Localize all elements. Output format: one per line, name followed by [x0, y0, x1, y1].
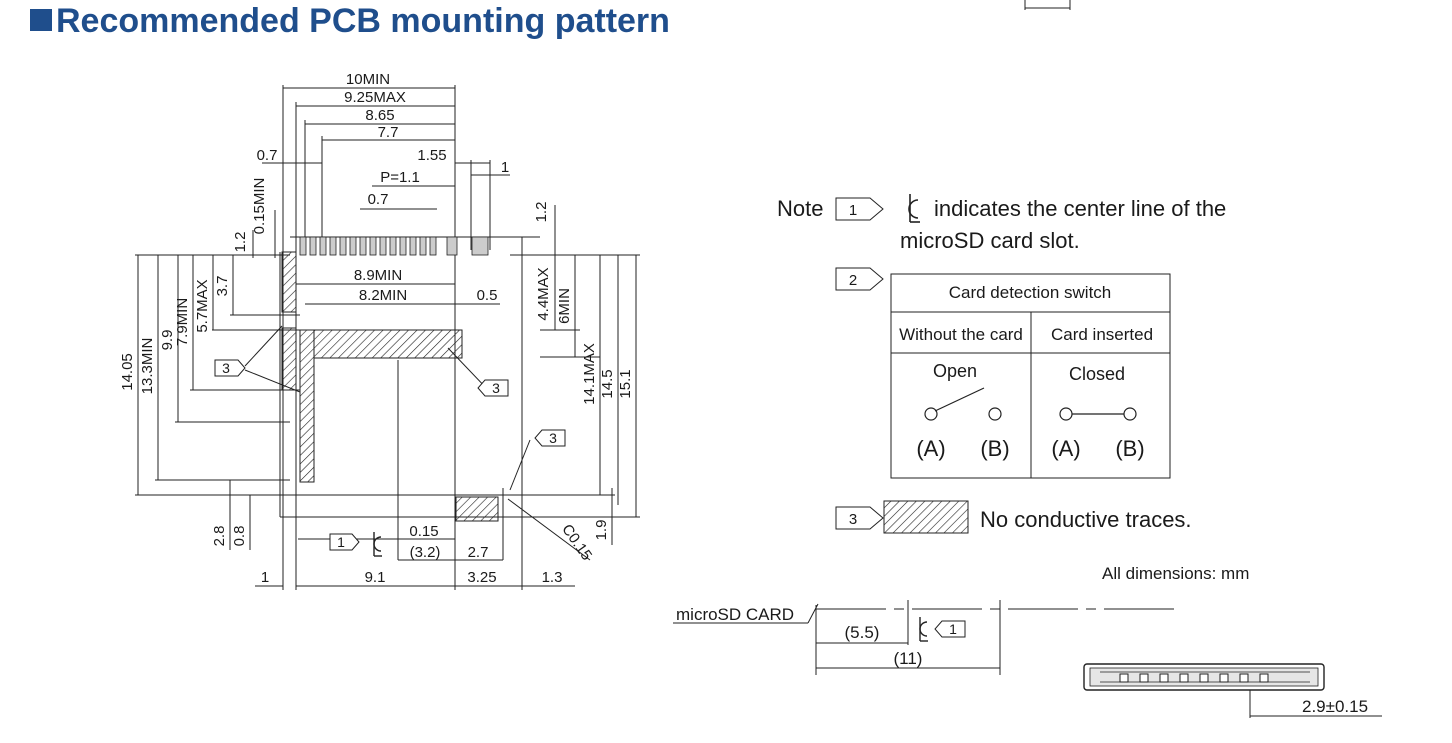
dim-0-8: 0.8: [231, 526, 248, 547]
units-note: All dimensions: mm: [1102, 564, 1249, 583]
dim-13-3min: 13.3MIN: [139, 338, 156, 395]
dim-0-7-top: 0.7: [257, 147, 278, 164]
title-bullet-square: [30, 9, 52, 31]
dim-9-9: 9.9: [159, 330, 176, 351]
dim-1-3: 1.3: [542, 569, 563, 586]
note-marker-1-text: 1: [849, 202, 857, 219]
connector-side-profile: [1083, 663, 1325, 691]
note-marker-2-text: 2: [849, 272, 857, 289]
dim-1-55: 1.55: [417, 147, 446, 164]
contact-pads: [299, 236, 489, 256]
dim-3-7: 3.7: [214, 276, 231, 297]
dim-6min: 6MIN: [556, 288, 573, 324]
switch-open-symbol: [924, 387, 1002, 421]
dim-8-65: 8.65: [365, 107, 394, 124]
switch-col-without-card: Without the card: [899, 325, 1023, 344]
page-title: Recommended PCB mounting pattern: [30, 2, 670, 41]
dim-1-bottom: 1: [261, 569, 269, 586]
notes-section: Note 1 indicates the center line of the …: [777, 194, 1249, 583]
centerline-symbol-side: [919, 617, 928, 642]
note-label: Note: [777, 196, 823, 221]
drawing-callouts: 3 3 3 1: [214, 359, 566, 557]
centerline-symbol-note: [908, 194, 920, 223]
no-trace-areas: [281, 251, 969, 534]
open-terminal-a: (A): [916, 436, 945, 461]
dim-5-7max: 5.7MAX: [194, 279, 211, 332]
dim-4-4max: 4.4MAX: [535, 267, 552, 320]
dim-14-05: 14.05: [119, 353, 136, 391]
open-terminal-b: (B): [980, 436, 1009, 461]
bottom-dimensions: 0.15 (3.2) 2.7 1 9.1 3.25 1.3 C0.15: [261, 521, 595, 586]
dim-1-9: 1.9: [593, 520, 610, 541]
dim-c0-15: C0.15: [558, 521, 595, 564]
dim-2-7: 2.7: [468, 544, 489, 561]
callout-1-drawing: 1: [337, 534, 345, 550]
note-marker-1: [835, 197, 884, 221]
centerline-symbol-drawing: [373, 532, 382, 557]
dim-0-15min: 0.15MIN: [251, 178, 268, 235]
callout-3-center: 3: [492, 380, 500, 396]
note-marker-3: [835, 506, 884, 530]
microsd-card-label: microSD CARD: [676, 605, 794, 624]
callout-3-right: 3: [549, 430, 557, 446]
dim-9-1: 9.1: [365, 569, 386, 586]
dim-15-1: 15.1: [617, 369, 634, 398]
dim-10min: 10MIN: [346, 71, 390, 88]
page-title-text: Recommended PCB mounting pattern: [56, 2, 670, 40]
side-view: microSD CARD (5.5) (11) 1 2.9±0.15: [673, 600, 1382, 718]
switch-col-card-inserted: Card inserted: [1051, 325, 1153, 344]
dim-14-1max: 14.1MAX: [581, 343, 598, 405]
dim-3-2-ref: (3.2): [410, 544, 441, 561]
dim-9-25max: 9.25MAX: [344, 89, 406, 106]
dim-0-15: 0.15: [409, 523, 438, 540]
side-dim-height: 2.9±0.15: [1302, 697, 1368, 716]
dim-1-2-left: 1.2: [232, 232, 249, 253]
note-marker-2: [835, 267, 884, 291]
dim-3-25: 3.25: [467, 569, 496, 586]
note-line-2: microSD card slot.: [900, 228, 1080, 253]
side-dim-11: (11): [894, 649, 923, 668]
left-dimensions: 0.15MIN 1.2 3.7 5.7MAX 7.9MIN 9.9 13.3MI…: [119, 178, 268, 547]
callout-3-left: 3: [222, 360, 230, 376]
dim-7-9min: 7.9MIN: [174, 298, 191, 346]
dim-8-9min: 8.9MIN: [354, 267, 402, 284]
side-callout-1: 1: [949, 621, 957, 637]
switch-table-title: Card detection switch: [949, 283, 1112, 302]
dim-1-top: 1: [501, 159, 509, 176]
note-marker-3-text: 3: [849, 511, 857, 528]
dim-0-5: 0.5: [477, 287, 498, 304]
dim-14-5: 14.5: [599, 369, 616, 398]
closed-terminal-b: (B): [1115, 436, 1144, 461]
note-no-traces: No conductive traces.: [980, 507, 1192, 532]
inner-dimensions: 8.9MIN 8.2MIN 0.5: [354, 267, 498, 304]
right-dimensions: 4.4MAX 6MIN 14.1MAX 14.5 15.1 1.9: [535, 267, 634, 540]
side-dim-5-5: (5.5): [845, 623, 880, 642]
dim-2-8: 2.8: [211, 526, 228, 547]
dim-1-2-right: 1.2: [533, 202, 550, 223]
dim-8-2min: 8.2MIN: [359, 287, 407, 304]
switch-state-open: Open: [933, 361, 977, 381]
dim-7-7: 7.7: [378, 124, 399, 141]
note-line-1: indicates the center line of the: [934, 196, 1226, 221]
switch-table: [890, 273, 1171, 479]
top-dimensions: 10MIN 9.25MAX 8.65 7.7 0.7 1.55 P=1.1 1 …: [257, 71, 550, 222]
dim-0-7: 0.7: [368, 191, 389, 208]
switch-closed-symbol: [1059, 407, 1137, 421]
dim-pitch: P=1.1: [380, 169, 420, 186]
switch-state-closed: Closed: [1069, 364, 1125, 384]
closed-terminal-a: (A): [1051, 436, 1080, 461]
cropped-top-right: [1024, 0, 1071, 10]
